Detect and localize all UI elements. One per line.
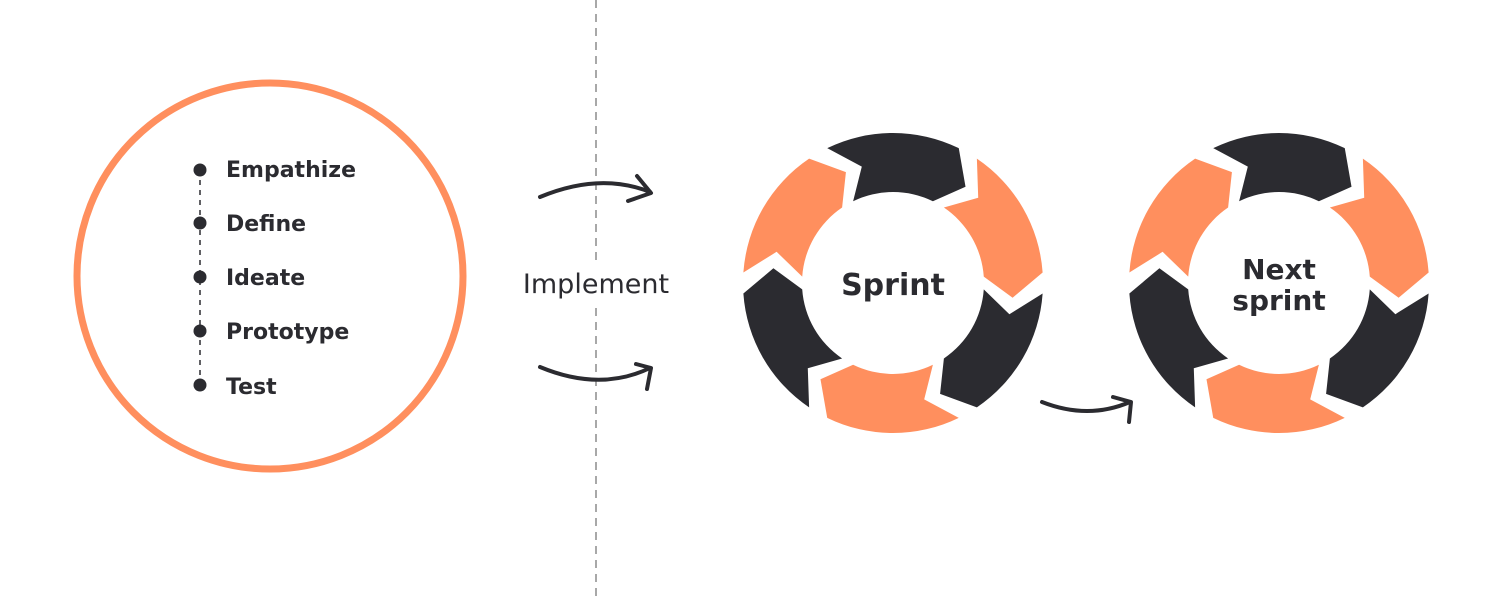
cycle-segment — [1213, 132, 1352, 202]
cycle-segment — [743, 268, 843, 408]
cycle-title: sprint — [1232, 284, 1325, 317]
cycle-segment — [743, 158, 846, 277]
sprint-cycle: Sprint — [743, 132, 1043, 434]
phase-label: Empathize — [226, 158, 356, 183]
phase-bullet — [193, 378, 207, 392]
arrow-right-icon — [538, 362, 653, 391]
cycle-segment — [1129, 158, 1232, 277]
cycle-segment — [1329, 158, 1429, 298]
phase-bullet — [193, 163, 207, 177]
implement-label: Implement — [523, 269, 669, 300]
cycle-segment — [1326, 289, 1429, 408]
cycle-segment — [1206, 364, 1345, 434]
cycle-segment — [1129, 268, 1229, 408]
phase-label: Ideate — [226, 266, 305, 291]
arrow-right-icon — [1040, 395, 1133, 424]
arrow-right-icon — [538, 174, 653, 203]
phase-bullet — [193, 216, 207, 230]
phase-item: Ideate — [193, 266, 305, 291]
cycle-title: Next — [1242, 253, 1316, 286]
phase-bullet — [193, 324, 207, 338]
phase-item: Empathize — [193, 158, 356, 183]
cycle-segment — [820, 364, 959, 434]
phase-item: Test — [193, 375, 277, 400]
phase-item: Prototype — [193, 320, 349, 345]
cycle-segment — [827, 132, 966, 202]
next-sprint-cycle: Next sprint — [1129, 132, 1429, 434]
phase-bullet — [193, 270, 207, 284]
phase-label: Test — [226, 375, 277, 400]
phase-label: Prototype — [226, 320, 349, 345]
design-thinking-circle — [73, 79, 467, 473]
cycle-segment — [940, 289, 1043, 408]
cycle-title: Sprint — [841, 268, 945, 303]
phase-item: Define — [193, 212, 306, 237]
cycle-segment — [943, 158, 1043, 298]
phase-label: Define — [226, 212, 306, 237]
phase-list: Empathize Define Ideate Prototype Test — [193, 158, 356, 400]
implement-label-backdrop — [518, 262, 674, 302]
